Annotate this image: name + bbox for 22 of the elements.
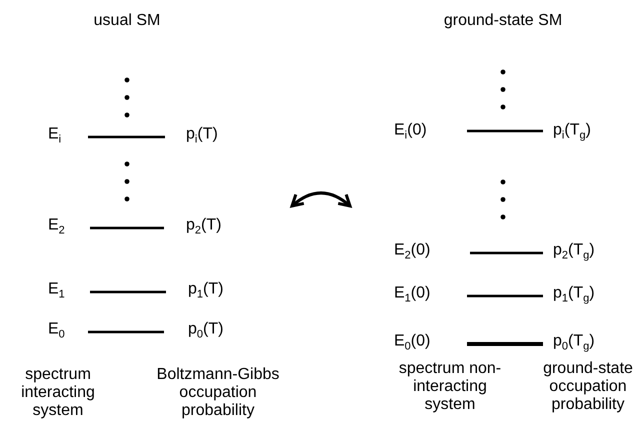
probability-label: p$_{2}$(T$_{g}$) bbox=[553, 241, 595, 264]
caption-text: Boltzmann-Gibbs occupation probability bbox=[156, 366, 280, 420]
probability-label: p$_{1}$(T$_{g}$) bbox=[553, 284, 595, 307]
caption-text: spectrum interacting system bbox=[20, 366, 96, 420]
caption-text: spectrum non-interacting system bbox=[398, 360, 502, 414]
energy-label: E$_{i}$ bbox=[48, 125, 62, 148]
probability-label: p$_{i}$(T) bbox=[186, 125, 218, 148]
energy-label: E$_{2}$(0) bbox=[394, 241, 430, 264]
energy-label: E$_{0}$ bbox=[48, 320, 65, 343]
probability-label: p$_{0}$(T$_{g}$) bbox=[553, 332, 595, 355]
caption-text: ground-state occupation probability bbox=[542, 360, 634, 414]
energy-label: E$_{0}$(0) bbox=[394, 332, 430, 355]
energy-label: E$_{i}$(0) bbox=[394, 121, 427, 144]
probability-label: p$_{0}$(T) bbox=[188, 320, 224, 343]
energy-label: E$_{1}$(0) bbox=[394, 284, 430, 307]
probability-label: p$_{2}$(T) bbox=[186, 216, 222, 239]
energy-label: E$_{2}$ bbox=[48, 216, 65, 239]
probability-label: p$_{1}$(T) bbox=[188, 280, 224, 303]
probability-label: p$_{i}$(T$_{g}$) bbox=[553, 121, 591, 144]
energy-label: E$_{1}$ bbox=[48, 280, 65, 303]
panel-title: ground-state SM bbox=[442, 12, 564, 30]
panel-title: usual SM bbox=[92, 12, 162, 30]
